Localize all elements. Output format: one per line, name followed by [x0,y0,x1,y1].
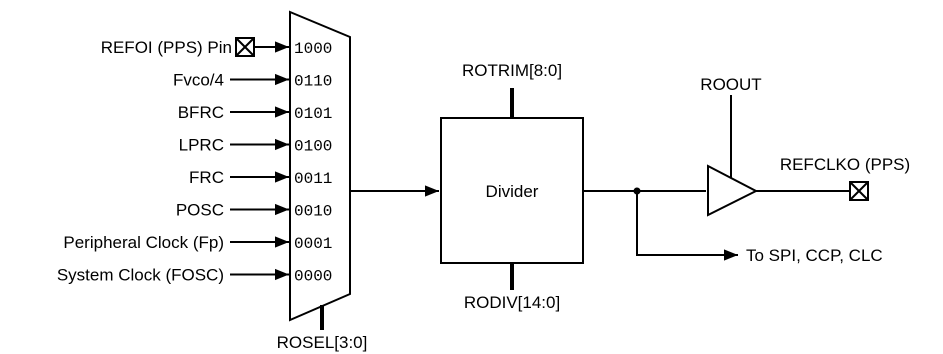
multiplexer [289,10,351,322]
divider-block [440,117,584,264]
refoi-pin-icon [235,37,255,57]
mux-input-label: LPRC [179,136,224,155]
mux-select-code: 0100 [294,138,332,156]
output-buffer [707,164,759,217]
branch-wire [636,191,738,261]
mux-select-code: 0101 [294,105,332,123]
divider-label: Divider [486,182,539,201]
mux-input-label: REFOI (PPS) Pin [101,38,232,57]
rodiv-label: RODIV[14:0] [464,293,560,312]
mux-input-label: Fvco/4 [173,71,224,90]
branch-label: To SPI, CCP, CLC [746,246,883,265]
mux-select-code: 0001 [294,235,332,253]
refclko-pin-icon [849,181,869,201]
mux-select-code: 0000 [294,268,332,286]
rotrim-label: ROTRIM[8:0] [462,61,562,80]
mux-input-label: FRC [189,168,224,187]
mux-select-label: ROSEL[3:0] [277,333,368,352]
mux-input-label: POSC [176,201,224,220]
mux-select-code: 0010 [294,203,332,221]
mux-input-label: System Clock (FOSC) [57,266,224,285]
mux-select-code: 1000 [294,40,332,58]
roout-label: ROOUT [700,75,761,94]
mux-input-label: BFRC [178,103,224,122]
mux-select-code: 0110 [294,73,332,91]
mux-input-label: Peripheral Clock (Fp) [63,233,224,252]
mux-select-code: 0011 [294,170,332,188]
refclko-label: REFCLKO (PPS) [780,155,910,174]
